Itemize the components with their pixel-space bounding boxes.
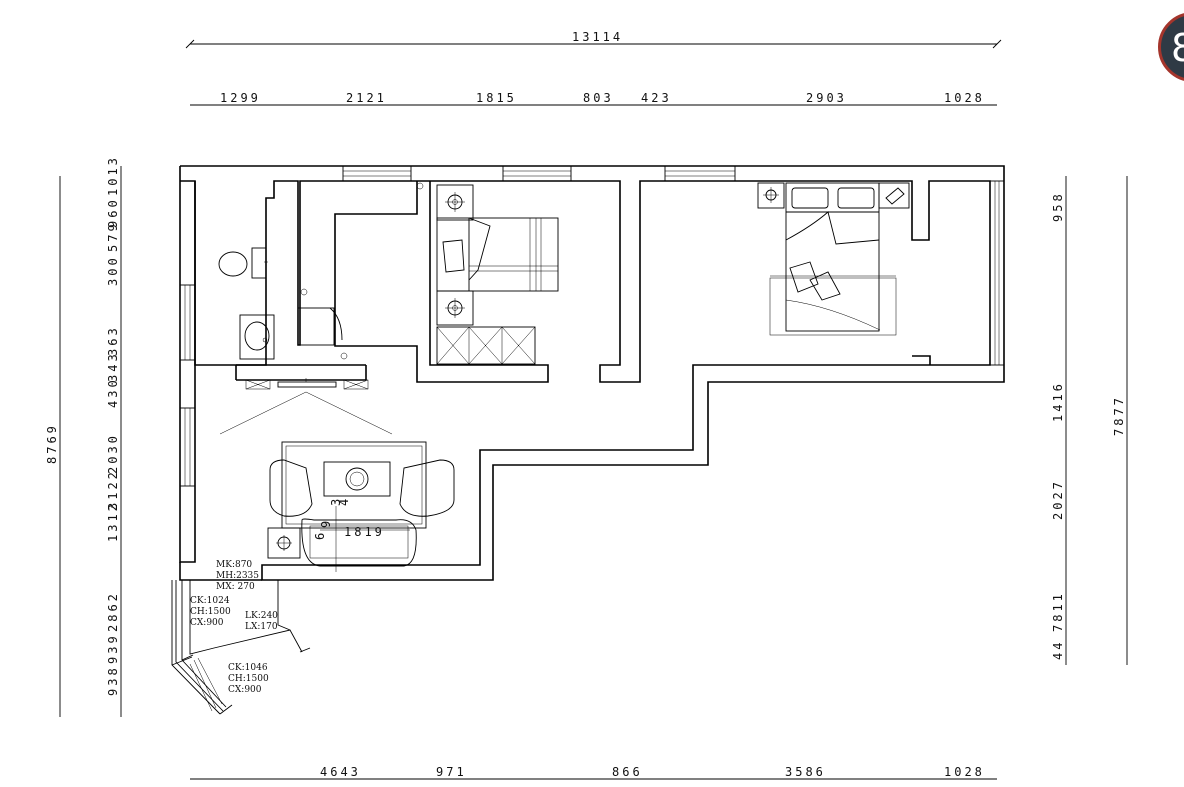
dim-top-5: 423 (641, 91, 672, 105)
dim-left-11: 2862 (106, 591, 120, 632)
interior-label-sofa: 1819 (344, 525, 385, 539)
note-window1-ch: CH:1500 (190, 607, 231, 617)
windows (179, 165, 1005, 487)
dim-right-4: 7811 (1051, 591, 1065, 632)
dim-top-6: 2903 (806, 91, 847, 105)
dim-left-6: 343 (106, 351, 120, 382)
dim-right-5: 44 (1051, 640, 1065, 660)
note-door-mk: MK:870 (216, 560, 252, 570)
dim-left-10: 1312 (106, 501, 120, 542)
dim-bottom-1: 4643 (320, 765, 361, 779)
dim-left-2: 960 (106, 197, 120, 228)
dim-bottom-5: 1028 (944, 765, 985, 779)
dim-top-1: 1299 (220, 91, 261, 105)
note-window3-ch: CH:1500 (228, 674, 269, 684)
interior-label-2: 4 (337, 496, 351, 506)
dim-left-4: 300 (106, 255, 120, 286)
dim-right-2: 1416 (1051, 381, 1065, 422)
bay-window (171, 580, 311, 715)
rug (281, 441, 427, 529)
note-door-mh: MH:2335 (216, 571, 259, 581)
note-window1-cx: CX:900 (190, 618, 224, 628)
dim-left-8: 2030 (106, 433, 120, 474)
stove (297, 307, 335, 346)
note-door-mx: MX: 270 (216, 582, 255, 592)
bedroom-1 (436, 184, 559, 365)
toilet (218, 251, 248, 277)
dim-left-12: 939 (106, 633, 120, 664)
dim-overall-top: 13114 (572, 30, 623, 44)
dim-right-1: 958 (1051, 191, 1065, 222)
dim-left-7: 430 (106, 377, 120, 408)
interior-label-4: 6 (313, 530, 327, 540)
bed-1 (436, 217, 559, 292)
note-window3-cx: CX:900 (228, 685, 262, 695)
phone (878, 182, 910, 209)
sofa (301, 518, 417, 567)
dim-right-overall: 7877 (1112, 395, 1126, 436)
dim-left-3: 579 (106, 221, 120, 252)
dim-top-7: 1028 (944, 91, 985, 105)
dim-top-3: 1815 (476, 91, 517, 105)
walls (179, 165, 1005, 581)
wardrobe (436, 326, 536, 365)
dim-top-4: 803 (583, 91, 614, 105)
bathroom (218, 247, 369, 390)
sink (239, 314, 275, 360)
dim-bottom-4: 3586 (785, 765, 826, 779)
kitchen (297, 182, 424, 360)
armchair-right (399, 459, 455, 517)
bed-2 (785, 182, 880, 332)
dim-top-2: 2121 (346, 91, 387, 105)
dim-bottom-2: 971 (436, 765, 467, 779)
dim-left-13: 938 (106, 665, 120, 696)
note-window2-lk: LK:240 (245, 611, 278, 621)
dim-left-1: 1013 (106, 155, 120, 196)
dim-left-overall: 8769 (45, 423, 59, 464)
dim-left-5: 363 (106, 325, 120, 356)
interior-label-3: 9 (319, 518, 333, 528)
side-table (267, 527, 301, 559)
living-room: 1819 3 4 9 6 (219, 391, 455, 572)
note-window3-ck: CK:1046 (228, 663, 268, 673)
bedroom-2 (757, 182, 910, 336)
tv-unit (277, 381, 337, 388)
coffee-table (323, 461, 391, 497)
dim-right-3: 2027 (1051, 479, 1065, 520)
dimension-lines: 13114 1299 2121 1815 803 423 2903 1028 4… (45, 30, 1128, 780)
interior-label-1: 3 (329, 496, 343, 506)
dim-left-9: 3122 (106, 469, 120, 510)
note-window2-lx: LX:170 (245, 622, 278, 632)
armchair-left (269, 459, 313, 517)
annotations: MK:870 MH:2335 MX: 270 CK:1024 CH:1500 C… (190, 560, 278, 695)
note-window1-ck: CK:1024 (190, 596, 230, 606)
dim-bottom-3: 866 (612, 765, 643, 779)
